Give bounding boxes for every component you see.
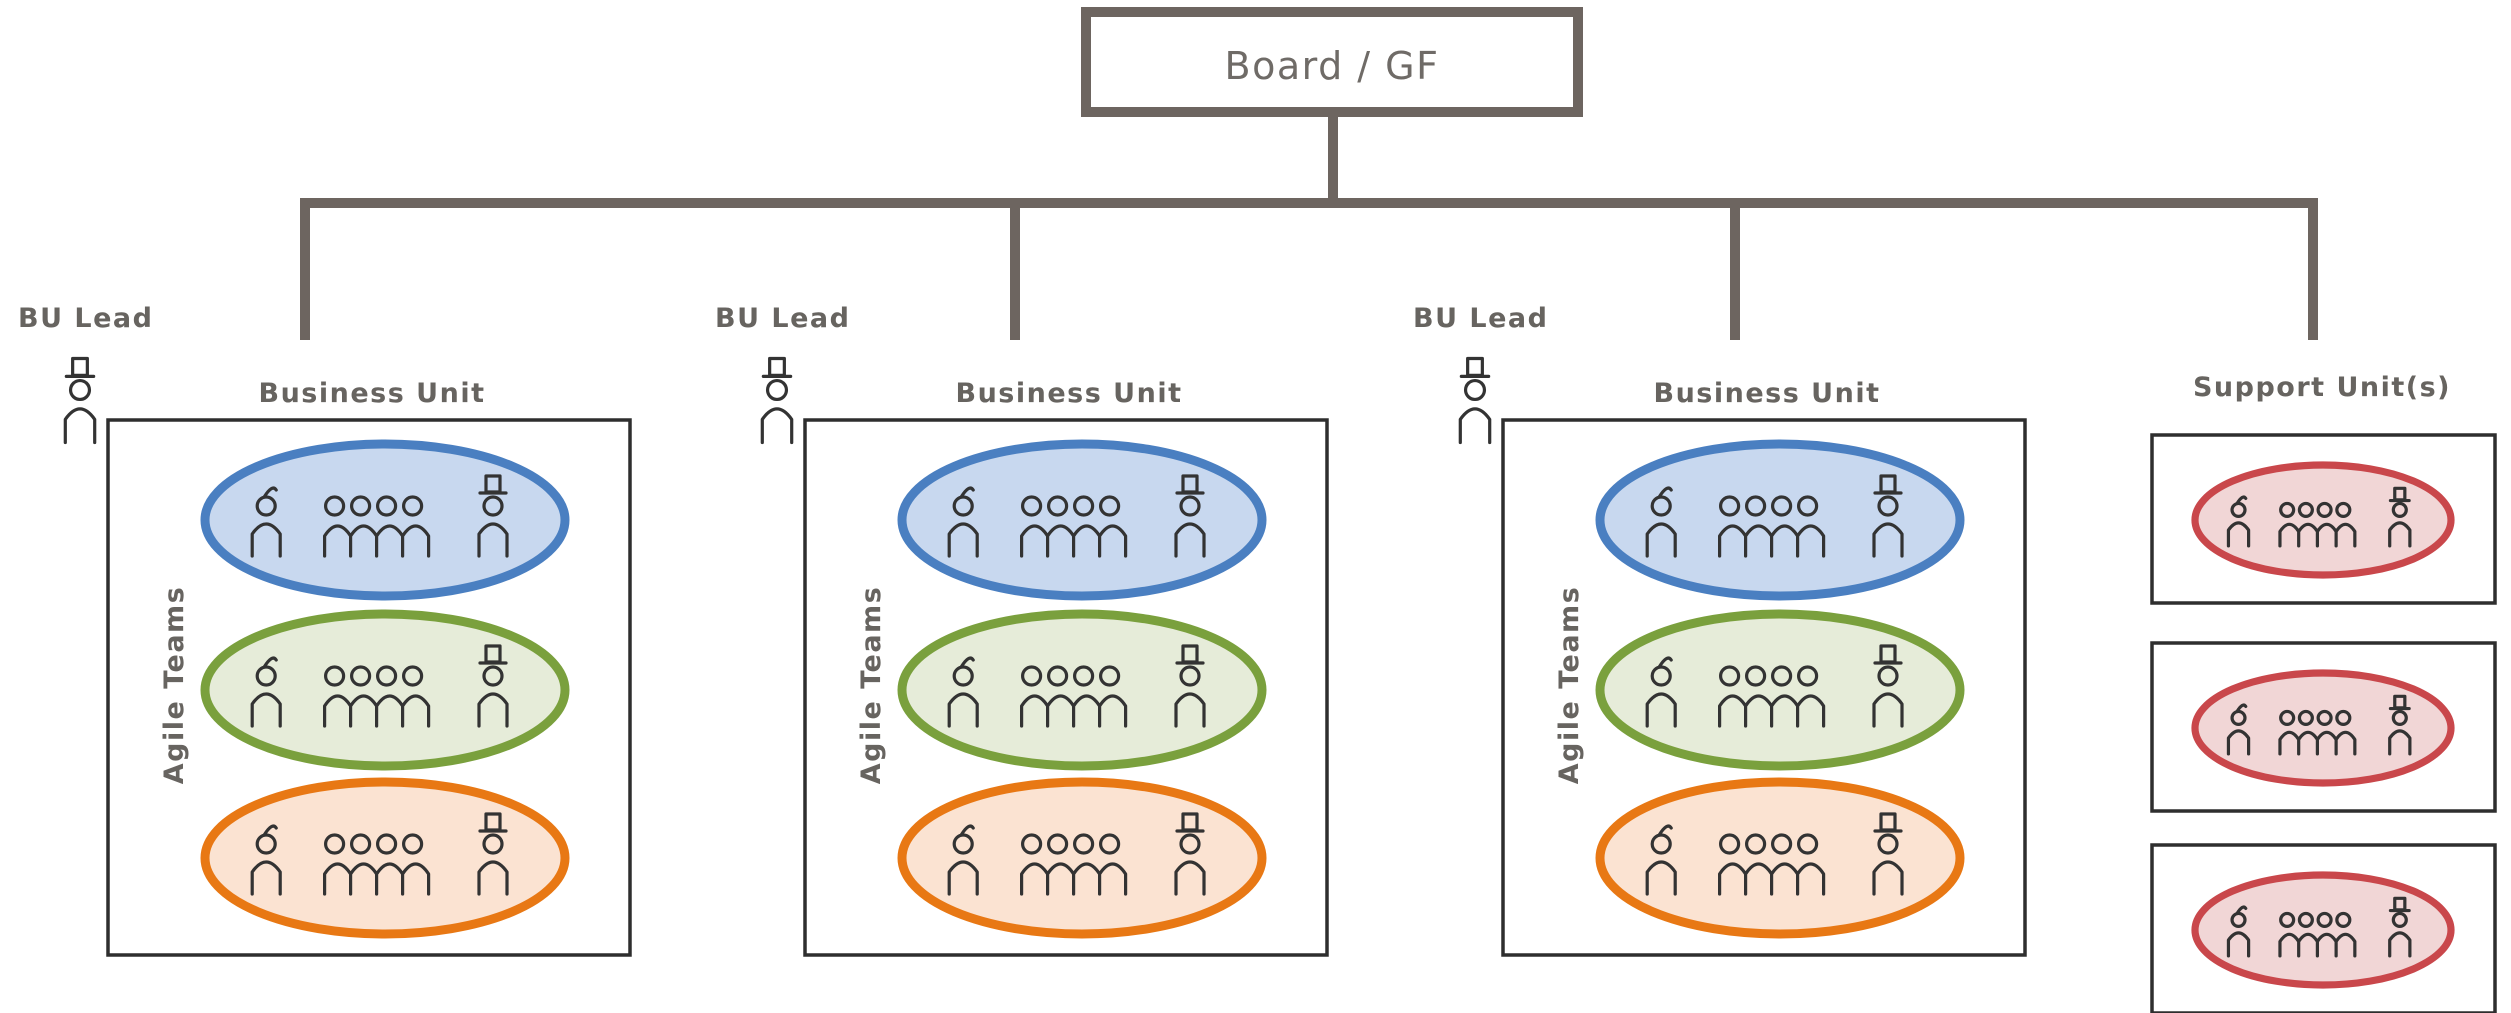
scrum-master-icon <box>1174 474 1206 558</box>
team-members-icon <box>1718 665 1826 728</box>
team-ellipse <box>1595 439 1965 601</box>
team-members-icon <box>2278 709 2357 756</box>
team-ellipse <box>897 609 1267 771</box>
product-owner-icon <box>947 656 979 728</box>
support-unit-label: Support Unit(s) <box>2193 372 2451 403</box>
bu-lead-icon <box>760 356 794 445</box>
scrum-master-icon <box>2388 694 2412 756</box>
board-box <box>1081 7 1583 117</box>
team-ellipse <box>897 777 1267 939</box>
bu-lead-icon <box>63 356 97 445</box>
product-owner-icon <box>250 486 282 558</box>
agile-teams-label: Agile Teams <box>1554 586 1585 785</box>
agile-team-2 <box>200 609 570 771</box>
team-members-icon <box>323 833 431 896</box>
agile-team-1 <box>897 439 1267 601</box>
team-members-icon <box>1020 495 1128 558</box>
scrum-master-icon <box>1174 644 1206 728</box>
business-unit-label: Business Unit <box>258 378 485 409</box>
agile-team-2 <box>897 609 1267 771</box>
agile-team-3 <box>2191 871 2455 989</box>
support-unit-1 <box>2150 433 2497 605</box>
product-owner-icon <box>2226 905 2251 958</box>
team-ellipse <box>1595 777 1965 939</box>
product-owner-icon <box>1645 824 1677 896</box>
business-unit-label: Business Unit <box>1653 378 1880 409</box>
product-owner-icon <box>947 824 979 896</box>
bu-lead-label: BU Lead <box>715 303 850 334</box>
team-ellipse <box>2191 871 2455 989</box>
bu-lead-label: BU Lead <box>18 303 153 334</box>
connector-lines <box>300 112 2318 340</box>
product-owner-icon <box>250 824 282 896</box>
team-ellipse <box>2191 669 2455 787</box>
agile-team-2 <box>1595 609 1965 771</box>
product-owner-icon <box>1645 656 1677 728</box>
product-owner-icon <box>250 656 282 728</box>
scrum-master-icon <box>2388 896 2412 958</box>
board-title: Board / GF <box>1225 44 1440 88</box>
scrum-master-icon <box>1174 812 1206 896</box>
scrum-master-icon <box>2388 486 2412 548</box>
product-owner-icon <box>947 486 979 558</box>
scrum-master-icon <box>1872 812 1904 896</box>
agile-team-3 <box>897 777 1267 939</box>
agile-team-1 <box>200 439 570 601</box>
product-owner-icon <box>2226 703 2251 756</box>
team-ellipse <box>200 439 570 601</box>
team-ellipse <box>1595 609 1965 771</box>
agile-team-3 <box>200 777 570 939</box>
team-ellipse <box>897 439 1267 601</box>
scrum-master-icon <box>477 474 509 558</box>
product-owner-icon <box>2226 495 2251 548</box>
scrum-master-icon <box>1872 644 1904 728</box>
support-unit-3 <box>2150 843 2497 1013</box>
agile-team-1 <box>2191 461 2455 579</box>
agile-team-2 <box>2191 669 2455 787</box>
board-node: Board / GF <box>1081 7 1583 117</box>
team-members-icon <box>323 665 431 728</box>
team-members-icon <box>2278 911 2357 958</box>
scrum-master-icon <box>477 812 509 896</box>
product-owner-icon <box>1645 486 1677 558</box>
team-members-icon <box>323 495 431 558</box>
team-members-icon <box>1020 665 1128 728</box>
support-units: Support Unit(s) <box>2150 372 2497 1013</box>
scrum-master-icon <box>477 644 509 728</box>
support-unit-2 <box>2150 641 2497 813</box>
team-ellipse <box>200 609 570 771</box>
team-members-icon <box>1718 495 1826 558</box>
bu-lead-icon <box>1458 356 1492 445</box>
team-members-icon <box>1020 833 1128 896</box>
bu-lead-label: BU Lead <box>1413 303 1548 334</box>
scrum-master-icon <box>1872 474 1904 558</box>
agile-teams-label: Agile Teams <box>856 586 887 785</box>
business-unit-label: Business Unit <box>955 378 1182 409</box>
team-members-icon <box>2278 501 2357 548</box>
team-members-icon <box>1718 833 1826 896</box>
agile-team-3 <box>1595 777 1965 939</box>
agile-teams-label: Agile Teams <box>159 586 190 785</box>
team-ellipse <box>2191 461 2455 579</box>
agile-team-1 <box>1595 439 1965 601</box>
team-ellipse <box>200 777 570 939</box>
